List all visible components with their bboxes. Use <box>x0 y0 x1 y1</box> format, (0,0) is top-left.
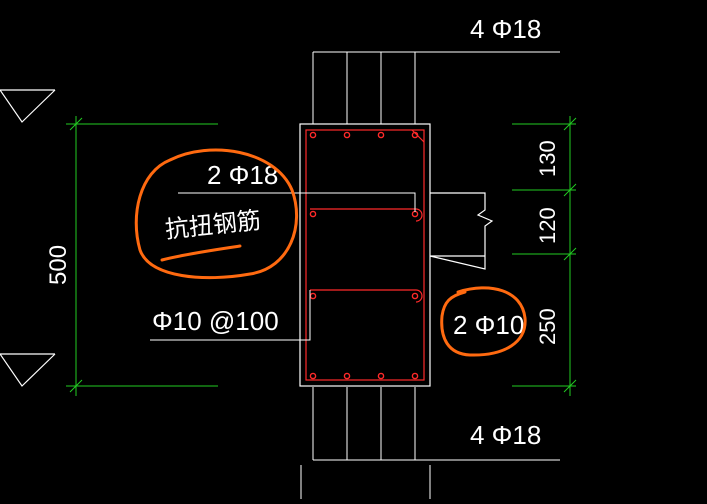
bar-bottom-3 <box>377 372 385 380</box>
stirrup-outline <box>305 129 425 381</box>
dim-height-total: 500 <box>45 245 72 285</box>
bar-mid-upper-right <box>411 210 419 218</box>
bar-top-2 <box>343 131 351 139</box>
rebar-group <box>305 129 425 381</box>
hand-annotations <box>134 148 527 357</box>
beam-section-outline <box>299 123 494 387</box>
bar-mid-upper-left <box>309 210 317 218</box>
elevation-marks <box>0 89 56 387</box>
tie-hook-lower <box>415 289 423 303</box>
leader-stirrup <box>150 290 311 341</box>
dim-seg-bottom: 250 <box>535 308 560 345</box>
label-torsion-rebar: 2 Φ18 <box>207 160 278 190</box>
bar-bottom-2 <box>343 372 351 380</box>
bar-mid-lower-right <box>411 292 419 300</box>
column-lines <box>300 51 560 499</box>
label-web-rebar: 2 Φ10 <box>453 310 524 340</box>
dimension-lines <box>66 116 577 396</box>
bar-bottom-1 <box>309 372 317 380</box>
bar-bottom-4 <box>411 372 419 380</box>
annotation-circle-web <box>440 286 527 357</box>
bar-top-3 <box>377 131 385 139</box>
bar-top-1 <box>309 131 317 139</box>
dim-seg-top: 130 <box>535 140 560 177</box>
label-stirrup: Φ10 @100 <box>152 306 279 336</box>
dim-seg-mid: 120 <box>535 207 560 244</box>
annotation-circle-torsion <box>134 148 299 280</box>
label-bottom-rebar: 4 Φ18 <box>470 420 541 450</box>
leader-lines <box>150 192 416 341</box>
longitudinal-bars <box>309 131 419 380</box>
annotation-underline <box>160 244 242 262</box>
bar-top-4 <box>411 131 419 139</box>
tie-hook-upper <box>415 208 423 222</box>
label-top-rebar: 4 Φ18 <box>470 14 541 44</box>
label-torsion-note: 抗扭钢筋 <box>164 207 262 244</box>
bar-mid-lower-left <box>309 292 317 300</box>
leader-torsion <box>178 192 416 212</box>
